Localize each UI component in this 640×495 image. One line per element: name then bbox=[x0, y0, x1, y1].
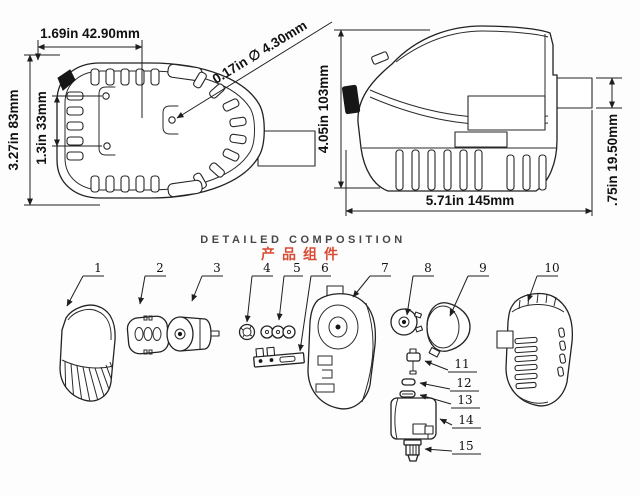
side-view-dimensions: 4.05in 103mm 5.71in 145mm .75in 19.50mm bbox=[316, 29, 622, 216]
part-volute-cup bbox=[426, 302, 471, 358]
callout-number: 10 bbox=[544, 261, 559, 275]
side-view-outlet-port bbox=[552, 77, 593, 109]
side-clip bbox=[342, 84, 361, 115]
center-hole bbox=[168, 116, 176, 124]
part-oring-1 bbox=[401, 378, 416, 386]
latch-lower bbox=[454, 131, 508, 148]
dim-top-height-label: 3.27in 83mm bbox=[6, 89, 21, 170]
part-hose-connector bbox=[403, 439, 422, 462]
callout-number: 11 bbox=[454, 357, 469, 371]
dim-side-height-label: 4.05in 103mm bbox=[316, 65, 331, 154]
latch-plate bbox=[467, 95, 546, 131]
casing-strainer-slots bbox=[514, 327, 567, 390]
composition-heading-en: DETAILED COMPOSITION bbox=[200, 234, 405, 246]
dim-outlet-label: .75in 19.50mm bbox=[605, 114, 620, 206]
dim-hole-spacing-label: 1.3in 33mm bbox=[34, 91, 49, 165]
part-float-valve bbox=[406, 348, 421, 375]
part-gasket bbox=[126, 315, 170, 355]
part-motor bbox=[166, 316, 220, 352]
dim-hole-label: 0.17in ∅ 4.30mm bbox=[210, 18, 310, 87]
strainer-slots bbox=[66, 63, 247, 198]
callout-number: 2 bbox=[156, 261, 164, 275]
dim-top-width-label: 1.69in 42.90mm bbox=[40, 26, 140, 41]
callout-number: 14 bbox=[458, 413, 474, 427]
callouts-right: 11 12 13 14 15 bbox=[419, 357, 481, 455]
part-impeller bbox=[390, 308, 424, 336]
callout-number: 7 bbox=[381, 261, 389, 275]
cover-seam-top bbox=[395, 30, 549, 63]
callout-number: 6 bbox=[321, 261, 329, 275]
part-oring-2 bbox=[399, 390, 416, 398]
dim-side-length-label: 5.71in 145mm bbox=[426, 193, 515, 208]
callout-number: 4 bbox=[263, 261, 271, 275]
part-front-cover bbox=[59, 304, 116, 402]
callout-number: 5 bbox=[293, 261, 301, 275]
top-view-clip bbox=[57, 69, 76, 91]
composition-heading-zh: 产品组件 bbox=[261, 246, 345, 263]
side-strainer-slots bbox=[395, 149, 547, 191]
top-view-outlet-port bbox=[257, 130, 316, 167]
mount-hole-lower bbox=[103, 142, 111, 150]
callout-number: 12 bbox=[456, 376, 471, 390]
part-outer-casing bbox=[496, 292, 574, 407]
part-motor-housing bbox=[307, 285, 377, 410]
mount-hole-upper bbox=[102, 92, 110, 100]
top-view: 1.69in 42.90mm 0.17in ∅ 4.30mm 3.27in 83… bbox=[6, 18, 333, 206]
callout-number: 3 bbox=[213, 261, 221, 275]
part-seal bbox=[238, 323, 256, 341]
callout-number: 13 bbox=[457, 393, 472, 407]
callout-number: 15 bbox=[458, 439, 473, 453]
part-circuit-board bbox=[253, 346, 305, 368]
callout-number: 8 bbox=[424, 261, 432, 275]
callouts-top: 1 2 3 4 5 6 7 8 9 bbox=[66, 261, 560, 352]
mount-bracket-left bbox=[98, 86, 116, 156]
part-washers bbox=[260, 325, 296, 339]
center-bracket bbox=[162, 105, 179, 135]
side-view-body-outline bbox=[357, 25, 558, 192]
part-bottom-housing bbox=[390, 397, 437, 440]
exploded-view: 1 2 3 4 5 6 7 8 9 bbox=[59, 261, 574, 462]
side-view: 4.05in 103mm 5.71in 145mm .75in 19.50mm bbox=[316, 25, 622, 216]
side-stub bbox=[371, 51, 389, 65]
callout-number: 1 bbox=[94, 261, 102, 275]
callout-number: 9 bbox=[479, 261, 487, 275]
